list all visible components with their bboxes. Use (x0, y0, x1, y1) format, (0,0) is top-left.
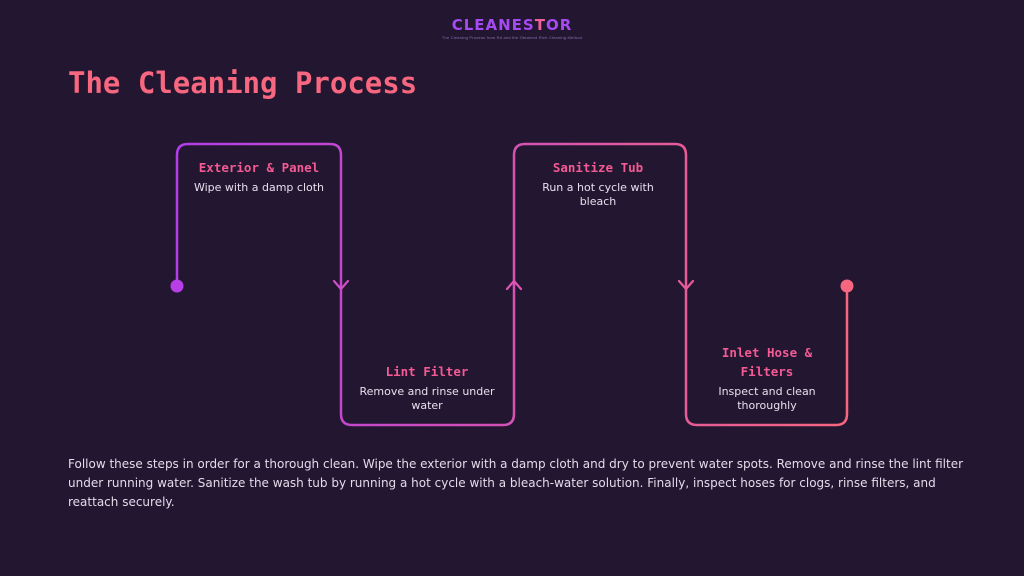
start-dot-icon (170, 279, 184, 293)
step-title: Exterior & Panel (198, 160, 320, 175)
brand-logo: CLEANESTOR The Cleaning Process from Rd … (0, 16, 1024, 40)
end-dot-icon (840, 279, 854, 293)
logo-word-end: OR (545, 16, 573, 34)
step-description: Wipe with a damp cloth (193, 181, 325, 194)
step-description: Run a hot cycle with bleach (542, 181, 654, 208)
down-arrow-icon (332, 279, 350, 291)
step-exterior-panel: Exterior & Panel Wipe with a damp cloth (189, 158, 329, 195)
step-title: Inlet Hose & Filters (721, 345, 813, 379)
flow-connector-path (175, 142, 849, 427)
up-arrow-icon (505, 279, 523, 291)
down-arrow-icon (677, 279, 695, 291)
step-inlet-hose-filters: Inlet Hose & Filters Inspect and clean t… (697, 343, 837, 413)
step-description: Inspect and clean thoroughly (718, 385, 816, 412)
logo-word-start: CLEANES (451, 16, 535, 34)
step-title: Sanitize Tub (552, 160, 644, 175)
logo-tagline: The Cleaning Process from Rd and the Obt… (441, 35, 583, 40)
step-sanitize-tub: Sanitize Tub Run a hot cycle with bleach (528, 158, 668, 209)
step-title: Lint Filter (385, 364, 469, 379)
step-description: Remove and rinse under water (359, 385, 495, 412)
process-summary: Follow these steps in order for a thorou… (68, 457, 964, 509)
step-lint-filter: Lint Filter Remove and rinse under water (357, 362, 497, 413)
page-title: The Cleaning Process (68, 66, 418, 100)
logo-wordmark: CLEANESTOR (0, 16, 1024, 34)
logo-word-accent: T (534, 16, 546, 34)
